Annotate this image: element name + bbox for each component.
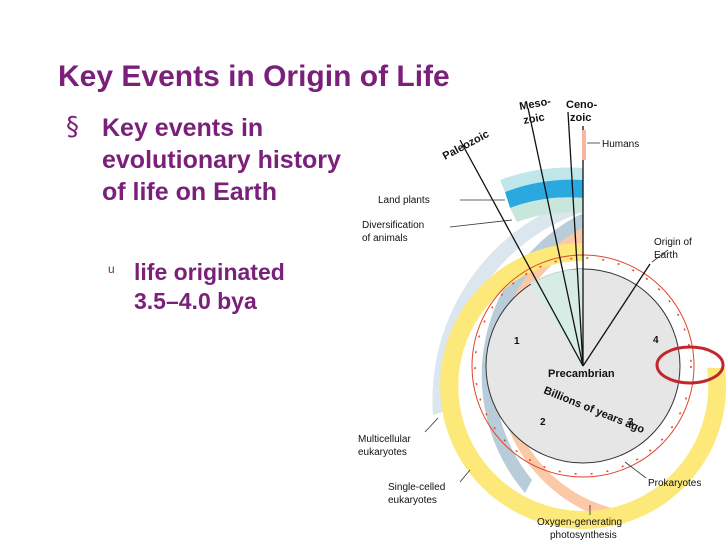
label-single-celled-2: eukaryotes (388, 495, 437, 506)
number-3: 3 (628, 417, 634, 428)
paleozoic-boundary (459, 139, 584, 367)
land-plants-outer-band (500, 167, 583, 192)
land-plants-band (505, 179, 583, 208)
mesozoic-boundary (527, 107, 584, 367)
label-diversification-2: of animals (362, 233, 408, 244)
label-land-plants: Land plants (378, 195, 430, 206)
era-cenozoic-line1: Ceno- (566, 99, 598, 111)
number-4: 4 (653, 335, 659, 346)
bullet-marker: § (66, 112, 79, 142)
origin-line (582, 263, 651, 367)
slide-title: Key Events in Origin of Life (58, 60, 450, 93)
number-2: 2 (540, 417, 546, 428)
era-cenozoic-line2: zoic (570, 112, 591, 124)
label-oxygen-1: Oxygen-generating (537, 517, 622, 528)
leader-prokaryotes (624, 461, 647, 479)
era-paleozoic: Paleozoic (441, 128, 491, 162)
leader-origin (651, 249, 669, 263)
label-humans: Humans (602, 139, 639, 150)
origin-highlight-ellipse (655, 345, 725, 385)
main-bullet-text: Key events in evolutionary history of li… (102, 114, 341, 206)
label-diversification-1: Diversification (362, 220, 424, 231)
label-oxygen-2: photosynthesis (550, 530, 617, 541)
humans-marker (582, 130, 586, 160)
diversification-band (510, 197, 583, 222)
cenozoic-boundary (567, 111, 584, 367)
precambrian-label: Precambrian (548, 368, 615, 380)
tick-ring (474, 257, 692, 475)
label-prokaryotes: Prokaryotes (648, 478, 701, 489)
era-mesozoic-line2: zoic (522, 111, 545, 127)
era-mesozoic-line1: Meso- (518, 96, 552, 113)
label-single-celled-1: Single-celled (388, 482, 445, 493)
leader-single-celled (459, 469, 471, 483)
oxygen-band (496, 228, 625, 524)
leader-diversification (449, 219, 513, 228)
number-1: 1 (514, 336, 520, 347)
sub-bullet-text: life originated 3.5–4.0 bya (134, 259, 285, 314)
label-origin-2: Earth (654, 250, 678, 261)
sub-bullet-marker: u (108, 262, 115, 276)
label-multicellular-1: Multicellular (358, 434, 411, 445)
leader-multicellular (424, 417, 439, 433)
label-origin-1: Origin of (654, 237, 692, 248)
label-multicellular-2: eukaryotes (358, 447, 407, 458)
